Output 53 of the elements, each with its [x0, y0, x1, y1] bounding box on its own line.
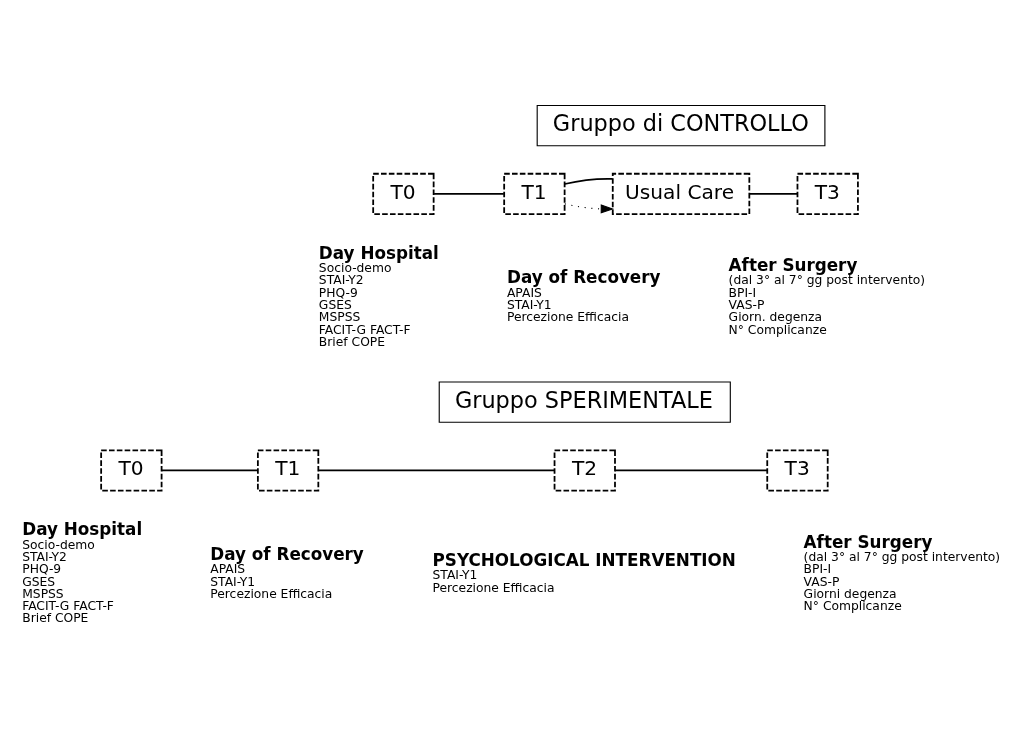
- node-label: STAI-Y2: [318, 273, 364, 288]
- node-box: T2: [553, 449, 616, 492]
- node-label: APAIS: [210, 562, 246, 577]
- connector: [317, 469, 555, 472]
- node-label: PHQ-9: [318, 285, 358, 300]
- connector: [748, 193, 799, 195]
- node-box: T1: [256, 449, 320, 492]
- node-label: Giorni degenza: [803, 586, 897, 601]
- node-box: Gruppo SPERIMENTALE: [438, 381, 731, 423]
- node-label: N° Complicanze: [728, 322, 827, 337]
- node-label: Day of Recovery: [210, 543, 364, 564]
- node-label: Giorn. degenza: [728, 310, 823, 325]
- node-label: Percezione Efficacia: [432, 580, 555, 595]
- node-label: STAI-Y1: [506, 298, 552, 312]
- node-label: GSES: [318, 298, 352, 312]
- node-label: Socio-demo: [22, 537, 95, 552]
- connector: [160, 469, 259, 472]
- node-label: BPI-I: [728, 285, 757, 300]
- node-box: T0: [100, 449, 163, 492]
- node-label: APAIS: [506, 285, 542, 300]
- connector: [563, 177, 614, 185]
- node-box: T3: [766, 449, 829, 492]
- node-box: T0: [372, 172, 435, 215]
- node-label: BPI-I: [803, 562, 832, 577]
- node-label: PSYCHOLOGICAL INTERVENTION: [432, 550, 736, 571]
- node-label: After Surgery: [728, 255, 858, 276]
- node-label: N° Complicanze: [803, 599, 902, 614]
- node-label: STAI-Y1: [210, 574, 256, 589]
- node-label: Day of Recovery: [506, 267, 661, 288]
- node-label: MSPSS: [318, 310, 361, 325]
- node-box: T3: [796, 172, 859, 215]
- node-label: STAI-Y1: [432, 568, 478, 583]
- node-label: Percezione Efficacia: [210, 586, 333, 601]
- node-box: T1: [503, 172, 566, 215]
- node-box: Gruppo di CONTROLLO: [536, 104, 826, 147]
- node-label: GSES: [22, 574, 56, 589]
- node-label: Percezione Efficacia: [506, 310, 629, 325]
- arrow: [564, 203, 615, 214]
- node-box: Usual Care: [611, 172, 751, 215]
- node-label: VAS-P: [803, 574, 840, 589]
- node-label: PHQ-9: [22, 562, 62, 577]
- node-label: Brief COPE: [318, 334, 386, 349]
- node-label: Brief COPE: [22, 611, 89, 626]
- node-label: VAS-P: [728, 298, 765, 312]
- node-label: FACIT-G FACT-F: [22, 599, 114, 614]
- node-label: MSPSS: [22, 586, 64, 601]
- connector: [433, 193, 505, 195]
- node-label: After Surgery: [803, 531, 933, 552]
- node-label: Day Hospital: [318, 242, 439, 263]
- node-label: FACIT-G FACT-F: [318, 322, 411, 337]
- node-label: STAI-Y2: [22, 549, 67, 564]
- connector: [614, 469, 769, 472]
- node-label: Day Hospital: [22, 519, 143, 540]
